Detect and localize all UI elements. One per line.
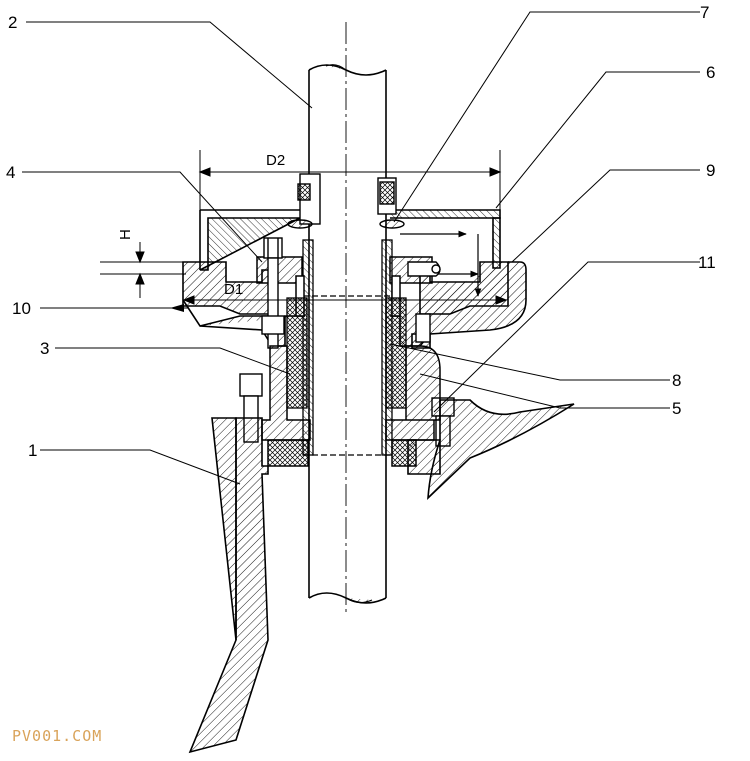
shaft	[308, 64, 387, 604]
d2-label: D2	[266, 152, 285, 169]
lever-arm	[407, 261, 441, 277]
stuffing-box	[261, 345, 441, 467]
h-dimension	[100, 242, 186, 298]
part-label-1: 1	[28, 441, 37, 460]
part-label-11: 11	[698, 253, 716, 272]
d1-label: D1	[224, 281, 243, 298]
h-label: H	[117, 229, 134, 240]
part-label-9: 9	[706, 161, 715, 180]
d1-dimension	[182, 295, 508, 305]
part-label-8: 8	[672, 371, 681, 390]
part-label-5: 5	[672, 399, 681, 418]
shaft-sleeve	[302, 239, 393, 456]
part10-arrow	[170, 304, 184, 312]
leader-lines	[22, 11, 700, 485]
watermark-text: PV001.COM	[12, 727, 103, 745]
pump-casing	[188, 399, 575, 754]
part-label-6: 6	[706, 63, 715, 82]
d2-dimension	[198, 150, 502, 210]
part-label-4: 4	[6, 163, 15, 182]
top-cover	[199, 209, 501, 271]
part-label-7: 7	[700, 3, 709, 22]
shaft-hub	[287, 173, 405, 229]
part-label-10: 10	[12, 299, 31, 318]
packing-rings	[286, 297, 407, 409]
part-label-3: 3	[40, 339, 49, 358]
part-label-2: 2	[8, 13, 17, 32]
seal-housing	[182, 261, 527, 349]
